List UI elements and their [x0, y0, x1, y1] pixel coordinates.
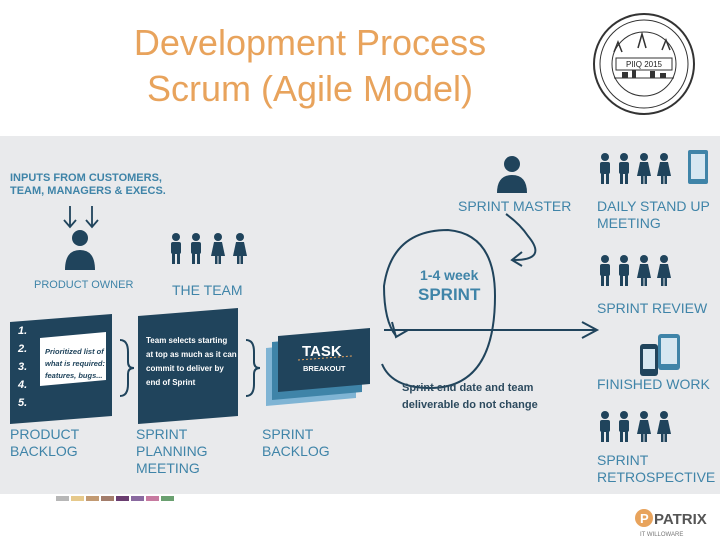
- product-backlog-line-1: PRODUCT: [10, 426, 80, 442]
- review-team-icon: [600, 255, 671, 286]
- backlog-note-line: Prioritized list of: [45, 347, 105, 356]
- standup-team-icon: [600, 150, 708, 184]
- team-icon: [171, 233, 247, 264]
- backlog-number: 5.: [18, 397, 27, 409]
- finished-work-icon: [640, 334, 680, 376]
- stripe-segment: [161, 496, 174, 501]
- daily-standup-line-2: MEETING: [597, 215, 661, 231]
- retrospective-team-icon: [600, 411, 671, 442]
- logo-name: PATRIX: [654, 511, 707, 528]
- product-backlog-label: PRODUCT BACKLOG: [10, 426, 79, 460]
- stripe-segment: [146, 496, 159, 501]
- stripe-segment: [71, 496, 84, 501]
- sprint-master-icon: [497, 156, 527, 193]
- sprint-backlog-label: SPRINT BACKLOG: [262, 426, 330, 460]
- product-backlog-line-2: BACKLOG: [10, 443, 78, 459]
- product-backlog-list: [10, 314, 112, 424]
- stripe-segment: [56, 496, 69, 501]
- sprint-review-label: SPRINT REVIEW: [597, 300, 708, 316]
- backlog-note-line: what is required:: [45, 359, 106, 368]
- inputs-line-1: INPUTS FROM CUSTOMERS,: [10, 172, 162, 184]
- patrix-logo: P PATRIX IT WILLOWARE: [635, 509, 707, 538]
- sprint-backlog-line-2: BACKLOG: [262, 443, 330, 459]
- the-team-label: THE TEAM: [172, 282, 243, 298]
- task-label: TASK: [302, 343, 342, 360]
- product-owner-label: PRODUCT OWNER: [34, 279, 134, 291]
- sprint-backlog-line-1: SPRINT: [262, 426, 314, 442]
- planning-line-1: SPRINT: [136, 426, 188, 442]
- retrospective-line-2: RETROSPECTIVE: [597, 469, 716, 485]
- retrospective-line-1: SPRINT: [597, 452, 649, 468]
- planning-line-3: MEETING: [136, 460, 200, 476]
- scrum-diagram-panel: 1. 2. 3. 4. 5. Prioritized list of what is re…: [0, 136, 720, 494]
- sprint-end-note-line-2: deliverable do not change: [402, 399, 538, 411]
- backlog-number: 1.: [18, 325, 27, 337]
- sprint-master-label: SPRINT MASTER: [458, 198, 572, 214]
- conference-seal-logo: PIIQ 2015: [593, 13, 695, 115]
- finished-work-label: FINISHED WORK: [597, 376, 710, 392]
- backlog-number: 2.: [17, 343, 27, 355]
- title-line-2: Scrum (Agile Model): [146, 68, 474, 109]
- planning-note-line: at top as much as it can: [146, 350, 237, 359]
- sprint-backlog-stack: [266, 328, 370, 406]
- slide-title: Development Process Scrum (Agile Model): [60, 20, 560, 112]
- planning-brace: [245, 339, 261, 397]
- input-arrows: [63, 206, 99, 229]
- sprint-duration: 1-4 week: [420, 267, 479, 283]
- breakout-label: BREAKOUT: [303, 364, 346, 373]
- stripe-segment: [116, 496, 129, 501]
- logo-tag: IT WILLOWARE: [640, 532, 683, 538]
- sprint-retrospective-label: SPRINT RETROSPECTIVE: [597, 452, 715, 486]
- planning-note-line: end of Sprint: [146, 378, 196, 387]
- planning-note: Team selects starting at top as much as i…: [146, 336, 237, 387]
- planning-note-line: Team selects starting: [146, 336, 227, 345]
- stripe-segment: [101, 496, 114, 501]
- backlog-note-line: features, bugs...: [45, 371, 103, 380]
- svg-text:P: P: [640, 511, 649, 526]
- title-line-1: Development Process: [133, 22, 487, 63]
- backlog-brace: [119, 339, 135, 397]
- color-stripe: [0, 494, 720, 504]
- inputs-line-2: TEAM, MANAGERS & EXECS.: [10, 185, 166, 197]
- planning-note-line: commit to deliver by: [146, 364, 224, 373]
- inputs-label: INPUTS FROM CUSTOMERS, TEAM, MANAGERS & …: [10, 172, 166, 198]
- daily-standup-line-1: DAILY STAND UP: [597, 198, 710, 214]
- planning-card: [138, 308, 238, 424]
- sprint-planning-label: SPRINT PLANNING MEETING: [136, 426, 208, 477]
- sprint-end-note: Sprint end date and team deliverable do …: [402, 380, 538, 414]
- backlog-number: 4.: [17, 379, 27, 391]
- sprint-loop: [381, 213, 600, 390]
- planning-line-2: PLANNING: [136, 443, 208, 459]
- backlog-numbers: 1. 2. 3. 4. 5.: [17, 325, 27, 409]
- stripe-segment: [131, 496, 144, 501]
- backlog-note: Prioritized list of what is required: feat…: [45, 347, 106, 380]
- stripe-segment: [86, 496, 99, 501]
- product-owner-icon: [65, 230, 95, 270]
- daily-standup-label: DAILY STAND UP MEETING: [597, 198, 710, 232]
- backlog-number: 3.: [18, 361, 27, 373]
- sprint-end-note-line-1: Sprint end date and team: [402, 382, 534, 394]
- seal-year: PIIQ 2015: [626, 60, 663, 69]
- diagram-graphics: 1. 2. 3. 4. 5. Prioritized list of what is re…: [10, 150, 708, 442]
- sprint-label: SPRINT: [418, 285, 481, 304]
